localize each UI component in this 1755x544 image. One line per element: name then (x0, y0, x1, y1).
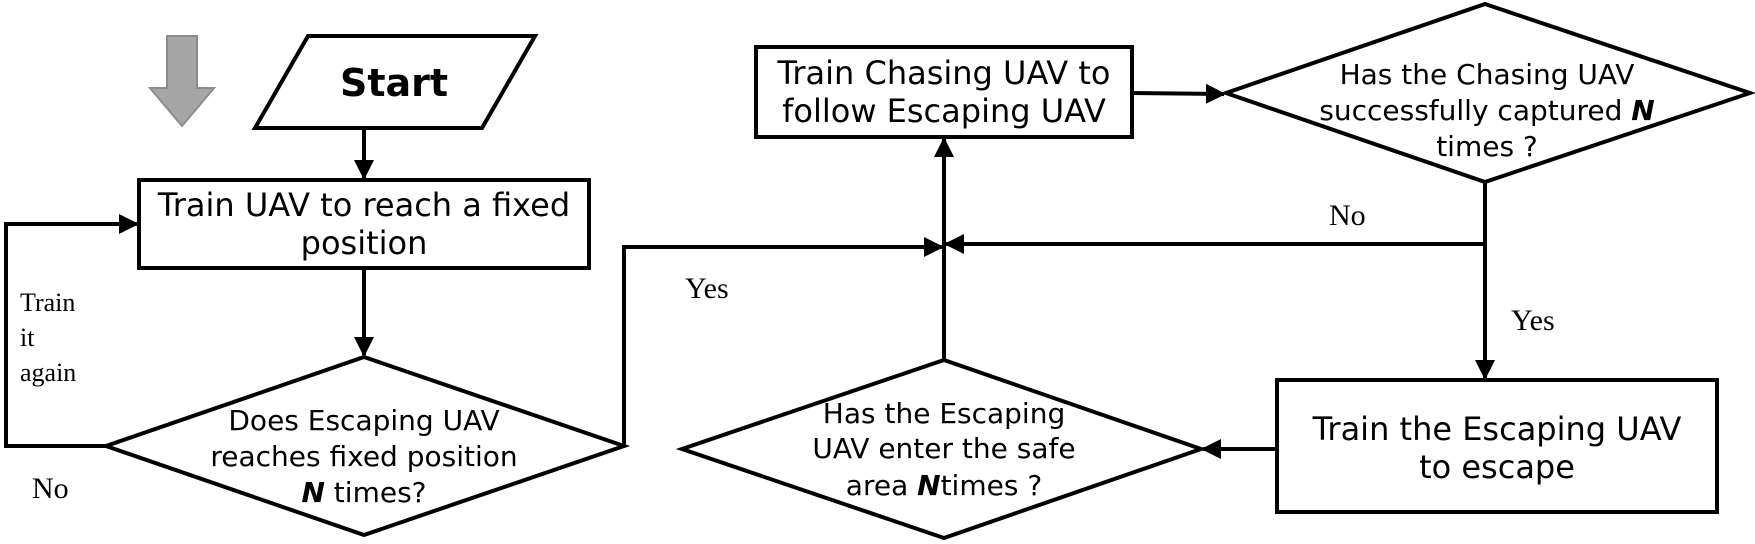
decision-captured-line2: successfully captured N (1319, 94, 1654, 127)
train-fixed-position-box: Train UAV to reach a fixed position (137, 178, 591, 270)
train-fixed-line1: Train UAV to reach a fixed (157, 186, 570, 224)
start-label: Start (340, 61, 448, 105)
arrow-yes-to-merge (622, 237, 944, 446)
yes-label-right: Yes (1511, 304, 1555, 337)
no-label-right: No (1329, 199, 1366, 232)
train-chase-line1: Train Chasing UAV to (777, 54, 1111, 92)
train-escape-line1: Train the Escaping UAV (1312, 410, 1682, 448)
train-again-label-line2: it (20, 323, 35, 352)
train-again-label-line1: Train (20, 288, 75, 317)
down-arrow-icon (147, 35, 217, 128)
train-chasing-box: Train Chasing UAV to follow Escaping UAV (754, 45, 1134, 139)
train-again-label-line3: again (20, 358, 76, 387)
decision-safe-line3: area Ntimes ? (846, 469, 1042, 502)
n-variable: N (917, 469, 940, 502)
decision-reach-line3: N times? (301, 476, 426, 509)
train-fixed-line2: position (301, 224, 428, 262)
decision-safe-line2: UAV enter the safe (812, 432, 1075, 465)
train-escaping-box: Train the Escaping UAV to escape (1275, 378, 1719, 514)
decision-captured-line1: Has the Chasing UAV (1340, 58, 1635, 91)
no-label-left: No (32, 472, 69, 505)
decision-captured: Has the Chasing UAV successfully capture… (1219, 1, 1755, 185)
n-variable: N (301, 476, 324, 509)
train-escape-line2: to escape (1419, 448, 1575, 486)
start-node: Start (251, 34, 539, 130)
decision-safe-line1: Has the Escaping (823, 397, 1065, 430)
arrow-no-loop (4, 214, 139, 448)
decision-captured-line3: times ? (1436, 130, 1538, 163)
arrow-chase-to-decision (1131, 83, 1226, 104)
yes-label-left: Yes (685, 272, 729, 305)
n-variable: N (1631, 94, 1654, 127)
decision-reach-line1: Does Escaping UAV (228, 404, 499, 437)
decision-reach-fixed: Does Escaping UAV reaches fixed position… (99, 354, 631, 538)
decision-safe-area: Has the Escaping UAV enter the safe area… (675, 357, 1208, 541)
arrow-no-right-to-merge (944, 182, 1487, 254)
decision-reach-line2: reaches fixed position (210, 440, 517, 473)
train-chase-line2: follow Escaping UAV (782, 92, 1106, 130)
